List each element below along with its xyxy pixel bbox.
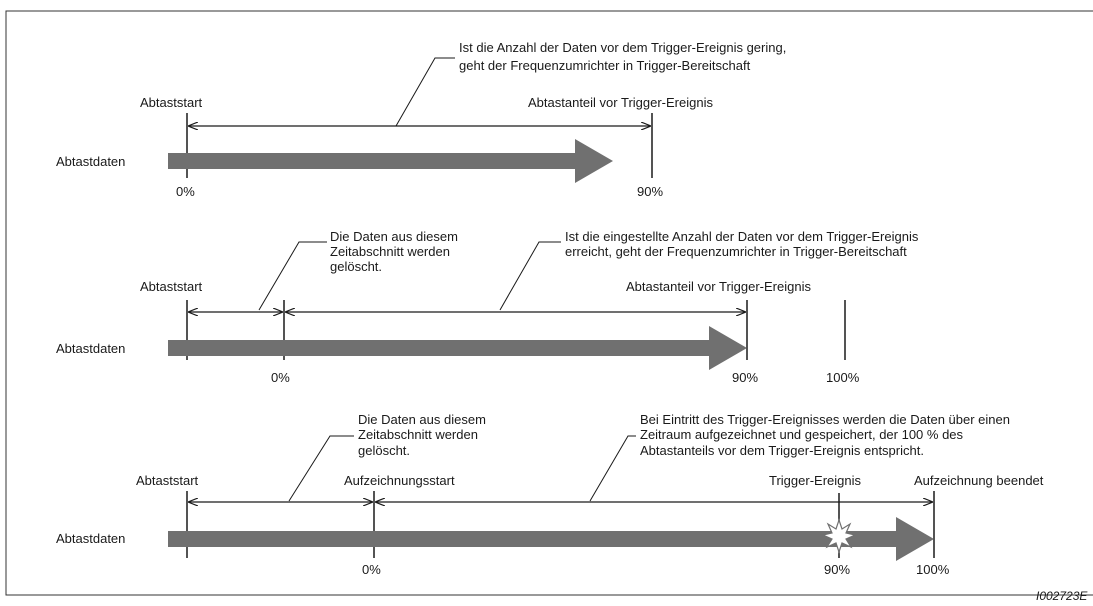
panel-3-data-arrow: [168, 517, 934, 561]
panel-2-deleted-leader: [258, 241, 327, 311]
panel-3-deleted-note-line-1: Die Daten aus diesem: [358, 412, 486, 427]
panel-1-row-label: Abtastdaten: [56, 154, 125, 169]
panel-1-start-label: Abtaststart: [140, 95, 203, 110]
panel-2-tick-90: 90%: [732, 370, 758, 385]
panel-1-note-line-1: Ist die Anzahl der Daten vor dem Trigger…: [459, 40, 786, 55]
panel-2-deleted-note-line-3: gelöscht.: [330, 259, 382, 274]
panel-2-pre-trigger-label: Abtastanteil vor Trigger-Ereignis: [626, 279, 811, 294]
panel-1-note-line-2: geht der Frequenzumrichter in Trigger-Be…: [459, 58, 751, 73]
panel-1: Ist die Anzahl der Daten vor dem Trigger…: [56, 40, 786, 199]
panel-2-deleted-note-line-2: Zeitabschnitt werden: [330, 244, 450, 259]
panel-3-trigger-label: Trigger-Ereignis: [769, 473, 861, 488]
panel-3-row-label: Abtastdaten: [56, 531, 125, 546]
panel-3-deleted-note-line-2: Zeitabschnitt werden: [358, 427, 478, 442]
diagram-frame: [5, 10, 1093, 596]
panel-3-tick-90: 90%: [824, 562, 850, 577]
figure-reference: I002723E: [1036, 589, 1088, 603]
panel-3-deleted-leader: [288, 435, 354, 502]
panel-1-data-arrow: [168, 139, 613, 183]
panel-3-note-line-2: Zeitraum aufgezeichnet und gespeichert, …: [640, 427, 964, 442]
panel-1-tick-0: 0%: [176, 184, 195, 199]
panel-2-note-leader: [499, 241, 561, 311]
panel-2-start-label: Abtaststart: [140, 279, 203, 294]
panel-3-record-end-label: Aufzeichnung beendet: [914, 473, 1044, 488]
panel-2: Die Daten aus diesem Zeitabschnitt werde…: [56, 229, 919, 385]
panel-2-note-line-1: Ist die eingestellte Anzahl der Daten vo…: [565, 229, 919, 244]
panel-2-row-label: Abtastdaten: [56, 341, 125, 356]
panel-2-tick-100: 100%: [826, 370, 860, 385]
panel-2-tick-0: 0%: [271, 370, 290, 385]
panel-2-note-line-2: erreicht, geht der Frequenzumrichter in …: [565, 244, 907, 259]
panel-1-tick-90: 90%: [637, 184, 663, 199]
panel-1-pre-trigger-label: Abtastanteil vor Trigger-Ereignis: [528, 95, 713, 110]
panel-3-note-line-1: Bei Eintritt des Trigger-Ereignisses wer…: [640, 412, 1010, 427]
panel-2-data-arrow: [168, 326, 747, 370]
panel-3-deleted-note-line-3: gelöscht.: [358, 443, 410, 458]
trigger-burst-icon: [821, 518, 857, 554]
panel-3-note-line-3: Abtastanteils vor dem Trigger-Ereignis e…: [640, 443, 924, 458]
panel-2-deleted-note-line-1: Die Daten aus diesem: [330, 229, 458, 244]
panel-3-tick-0: 0%: [362, 562, 381, 577]
panel-3-tick-100: 100%: [916, 562, 950, 577]
panel-3-note-leader: [589, 435, 636, 502]
panel-3-record-start-label: Aufzeichnungsstart: [344, 473, 455, 488]
panel-3-start-label: Abtaststart: [136, 473, 199, 488]
panel-1-note-leader: [395, 57, 455, 127]
panel-3: Die Daten aus diesem Zeitabschnitt werde…: [56, 412, 1044, 577]
